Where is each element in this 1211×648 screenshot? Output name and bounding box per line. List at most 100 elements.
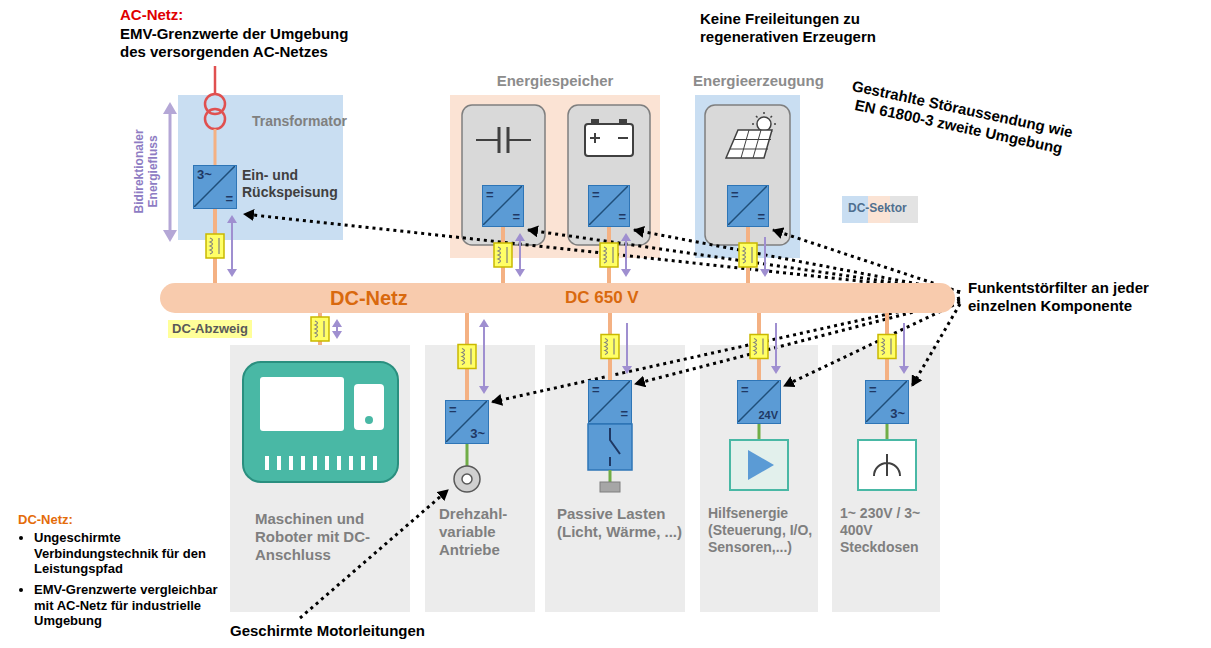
- plus-sign: [594, 133, 596, 143]
- flow-arrow-head: [227, 269, 237, 277]
- node-text: Energieerzeugung: [693, 72, 833, 90]
- filter-symbol: [604, 247, 613, 263]
- filter-symbol: [605, 339, 614, 355]
- node-text: Ein- und Rückspeisung: [242, 167, 341, 201]
- note: Gestrahlte Störaussendung wie EN 61800-3…: [837, 75, 1084, 161]
- battery-terminal: [619, 119, 627, 124]
- converter-sign: =: [731, 187, 739, 203]
- converter-sign: =: [620, 406, 628, 422]
- load-panel: [545, 345, 685, 612]
- load-panel: [832, 345, 940, 612]
- storage-group: Energiespeicher == ==: [450, 72, 660, 258]
- flow-arrow-head: [479, 319, 489, 327]
- machine-icon: [243, 362, 398, 482]
- load-symbol: [600, 482, 620, 492]
- diagonal-line: [483, 186, 522, 225]
- load-panel: [700, 345, 818, 612]
- diagonal-line: [589, 381, 630, 422]
- part-name: Transformator: [252, 113, 347, 130]
- node-text: Passive Lasten (Licht, Wärme, ...): [557, 505, 682, 541]
- node-text: 1~ 230V / 3~ 400V Steckdosen: [840, 505, 938, 555]
- flow-arrow: [231, 219, 233, 273]
- converter-box: 3~=: [193, 165, 237, 209]
- transformer-lead: [214, 129, 217, 165]
- callout-text: Funkentstörfilter an jeder einzelnen Kom…: [968, 279, 1208, 315]
- filter-callout-arrows: [244, 214, 960, 618]
- flow-label: Bidirektionaler Energiefluss: [132, 111, 161, 231]
- node-text: Energiespeicher: [450, 72, 660, 90]
- flow-arrow-head: [760, 269, 770, 277]
- flow-arrow-head: [515, 269, 525, 277]
- diagonal-line: [194, 166, 235, 207]
- arrow-head: [163, 102, 177, 114]
- flow-arrow: [626, 323, 628, 370]
- socket-cable: [886, 424, 889, 440]
- passive-load-panel: Passive Lasten (Licht, Wärme, ...)==: [545, 345, 685, 612]
- converter-sign: =: [592, 382, 600, 398]
- motor-shaft: [462, 474, 472, 484]
- emc-filter: [600, 243, 618, 267]
- flow-arrow: [775, 323, 777, 370]
- machine-screen: [260, 377, 344, 431]
- converter-sign: 3~: [470, 426, 485, 442]
- emc-filter: [458, 345, 476, 369]
- converter-box: =3~: [445, 400, 489, 444]
- filter-symbol: [498, 247, 507, 263]
- switch-symbol: [610, 428, 620, 466]
- motor-cable: [466, 444, 469, 466]
- flow-arrow-head: [771, 366, 781, 374]
- converter-box: ==: [588, 185, 630, 227]
- emc-filter: [739, 243, 757, 267]
- sun-symbol: [757, 117, 771, 131]
- flow-arrow-head: [621, 269, 631, 277]
- filter-symbol: [882, 339, 891, 355]
- filter-symbol: [462, 349, 471, 365]
- diagonal-line: [738, 381, 779, 422]
- section-heading: DC-Netz:: [18, 512, 73, 528]
- dc-bus-bar: DC-NetzDC 650 V: [160, 283, 955, 313]
- note: EMV-Grenzwerte der Umgebung des versorge…: [120, 25, 360, 61]
- diagonal-line: [866, 381, 907, 422]
- battery-symbol: [585, 124, 633, 156]
- machine-panel: Maschinen und Roboter mit DC-Anschluss: [230, 345, 410, 612]
- energy-flow-arrow: [169, 112, 172, 232]
- converter-box: ==: [588, 380, 632, 424]
- converter-sign: =: [869, 382, 877, 398]
- capacitor-lead: [508, 139, 531, 141]
- flow-arrow-head: [621, 233, 631, 241]
- emc-filter: [750, 335, 768, 359]
- socket-icon: [858, 440, 916, 490]
- filter-symbol: [754, 339, 763, 355]
- node-text: Maschinen und Roboter mit DC-Anschluss: [255, 510, 405, 564]
- socket-panel: 1~ 230V / 3~ 400V Steckdosen = 3~: [832, 345, 940, 612]
- flow-arrow: [903, 323, 905, 370]
- control-icon: [730, 440, 788, 490]
- load-panel: [425, 345, 535, 612]
- bullet-item: Ungeschirmte Verbindungstechnik für den …: [34, 530, 224, 577]
- converter-box: ==: [482, 185, 524, 227]
- converter-box: =24V: [737, 380, 781, 424]
- transformer-coil: [205, 109, 225, 129]
- battery-terminal: [591, 119, 599, 124]
- callout-text: Geschirmte Motorleitungen: [230, 622, 470, 640]
- pv-housing: [705, 105, 790, 245]
- pv-grid: [730, 130, 771, 158]
- flow-arrow-head: [227, 215, 237, 223]
- converter-sign: =: [741, 382, 749, 398]
- callout-arrow: [784, 302, 960, 386]
- bullet-item: EMV-Grenzwerte vergleichbar mit AC-Netz …: [34, 582, 224, 629]
- converter-sign: 3~: [890, 406, 905, 422]
- flow-arrow-head: [515, 233, 525, 241]
- converter-sign: =: [757, 209, 765, 225]
- node-text: DC-Netz: [330, 286, 408, 310]
- load-panel: [230, 345, 410, 612]
- section-heading: AC-Netz:: [120, 6, 183, 24]
- flow-arrow-head: [332, 331, 342, 339]
- storage-background: [450, 95, 660, 258]
- generation-group: Energieerzeugung = =: [683, 72, 833, 258]
- emc-filter: [878, 335, 896, 359]
- callout-arrow: [912, 304, 960, 386]
- flow-arrow: [764, 237, 766, 273]
- grid-line: [214, 66, 217, 94]
